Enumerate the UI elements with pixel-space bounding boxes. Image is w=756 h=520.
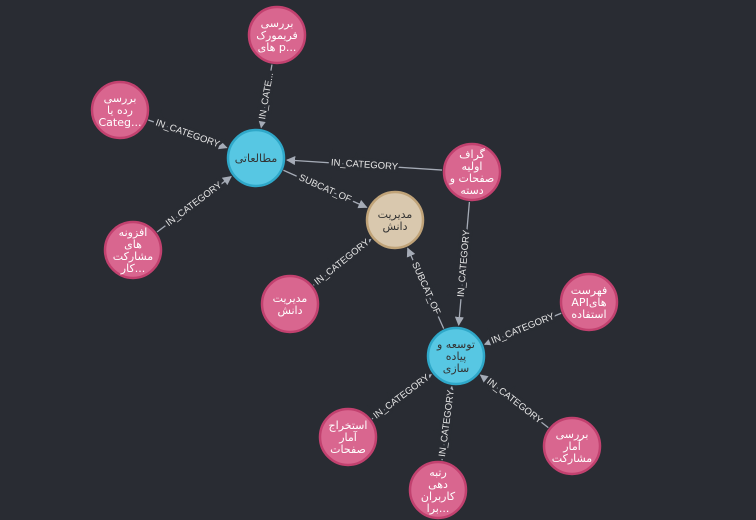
node-caption-line: مشارکت — [113, 250, 154, 263]
node-caption-line: پیاده — [446, 350, 466, 363]
relationship-subcat-of[interactable]: SUBCAT_OF — [283, 169, 368, 209]
relationship-in-category[interactable]: IN_CATEGORY — [434, 385, 460, 461]
node-caption-line: رتبه — [429, 466, 447, 479]
node-caption-line: رده یا — [107, 104, 133, 117]
edge-label: IN_CATEGORY — [312, 237, 372, 288]
node-circle[interactable] — [103, 220, 163, 280]
node-caption-line: مدیریت — [273, 292, 308, 305]
relationship-in-category[interactable]: IN_CATEGORY — [483, 308, 562, 350]
node-circle[interactable] — [559, 272, 619, 332]
edge-line[interactable] — [406, 247, 445, 329]
node-caption-line: توسعه و — [436, 338, 475, 351]
edge-line[interactable] — [148, 119, 228, 150]
edge-label: IN_CATEGORY — [371, 372, 432, 422]
edge-line[interactable] — [483, 312, 562, 346]
node-caption-line: افزونه — [119, 226, 148, 239]
edge-line[interactable] — [313, 238, 372, 286]
relationship-subcat-of[interactable]: SUBCAT_OF — [406, 247, 445, 329]
relationship-in-category[interactable]: IN_CATEGORY — [286, 154, 443, 176]
node-circle[interactable] — [260, 274, 320, 334]
node-caption-line: دسته — [460, 184, 483, 197]
node-caption-line: کاربران — [421, 490, 456, 503]
node-caption-line: مشارکت — [552, 452, 593, 465]
relationship-in-cate[interactable]: IN_CATE... — [254, 64, 279, 129]
node-caption-line: های p... — [258, 41, 297, 54]
node-circle[interactable] — [426, 326, 486, 386]
node-caption-line: آمار — [338, 430, 358, 444]
edge-label: IN_CATEGORY — [490, 311, 557, 347]
node-caption-line: APIهای — [571, 296, 606, 309]
page-node[interactable]: افزونههایمشارکتکار... — [103, 220, 163, 280]
node-caption-line: فهرست — [571, 284, 607, 297]
category-node[interactable]: مطالعاتی — [226, 128, 286, 188]
node-caption-line: کار... — [120, 262, 145, 275]
edge-label: IN_CATEGORY — [331, 157, 399, 172]
node-caption-line: اولیه — [462, 160, 483, 173]
edge-line[interactable] — [156, 176, 232, 233]
node-circle[interactable] — [542, 416, 602, 476]
node-caption-line: Categ... — [99, 116, 142, 129]
node-circle[interactable] — [318, 407, 378, 467]
edge-line[interactable] — [441, 385, 456, 461]
edge-label: IN_CATE... — [257, 72, 276, 121]
relationship-in-category[interactable]: IN_CATEGORY — [309, 234, 375, 291]
relationship-in-category[interactable]: IN_CATEGORY — [368, 369, 435, 425]
node-circle[interactable] — [442, 142, 502, 202]
node-caption-line: صفحات و — [449, 172, 495, 185]
edge-line[interactable] — [286, 155, 443, 171]
node-caption-line: استفاده — [571, 308, 606, 321]
edge-label: SUBCAT_OF — [409, 261, 442, 317]
node-caption-line: بررسی — [556, 428, 589, 441]
relationship-in-category[interactable]: IN_CATEGORY — [453, 201, 475, 327]
node-caption-line: فریمورک — [256, 29, 298, 42]
node-caption-line: بررسی — [261, 17, 294, 30]
node-circle[interactable] — [408, 460, 468, 520]
node-caption-line: های — [124, 238, 142, 251]
edge-line[interactable] — [258, 64, 273, 129]
page-node[interactable]: رتبهدهیکاربرانبرا... — [408, 460, 468, 520]
node-caption-line: سازی — [443, 362, 470, 375]
relationship-in-category[interactable]: IN_CATEGORY — [479, 373, 549, 430]
node-circle[interactable] — [365, 190, 425, 250]
node-circle[interactable] — [247, 5, 307, 65]
node-caption-line: دانش — [382, 220, 407, 233]
node-caption-line: مطالعاتی — [235, 152, 278, 165]
edge-label: IN_CATEGORY — [164, 179, 225, 228]
edge-label: IN_CATEGORY — [484, 376, 544, 426]
node-caption-line: مدیریت — [378, 208, 413, 221]
edge-line[interactable] — [454, 201, 471, 327]
node-caption-line: برا... — [427, 502, 450, 515]
node-caption-line: استخراج — [329, 419, 368, 432]
node-caption-line: دهی — [428, 478, 448, 491]
edges-layer: IN_CATE...IN_CATEGORYIN_CATEGORYIN_CATEG… — [148, 64, 562, 461]
edge-label: SUBCAT_OF — [297, 172, 353, 205]
relationship-in-category[interactable]: IN_CATEGORY — [148, 114, 228, 153]
node-caption-line: آمار — [562, 439, 582, 453]
node-circle[interactable] — [226, 128, 286, 188]
node-caption-line: دانش — [277, 304, 302, 317]
relationship-in-category[interactable]: IN_CATEGORY — [156, 176, 232, 233]
edge-label: IN_CATEGORY — [456, 229, 473, 298]
edge-line[interactable] — [283, 169, 368, 209]
edge-label: IN_CATEGORY — [154, 117, 222, 150]
edge-label: IN_CATEGORY — [437, 389, 457, 458]
node-caption-line: صفحات — [330, 443, 366, 456]
node-caption-line: گراف — [459, 148, 486, 161]
edge-line[interactable] — [371, 374, 432, 420]
node-circle[interactable] — [90, 80, 150, 140]
node-caption-line: بررسی — [104, 92, 137, 105]
edge-line[interactable] — [479, 374, 549, 429]
